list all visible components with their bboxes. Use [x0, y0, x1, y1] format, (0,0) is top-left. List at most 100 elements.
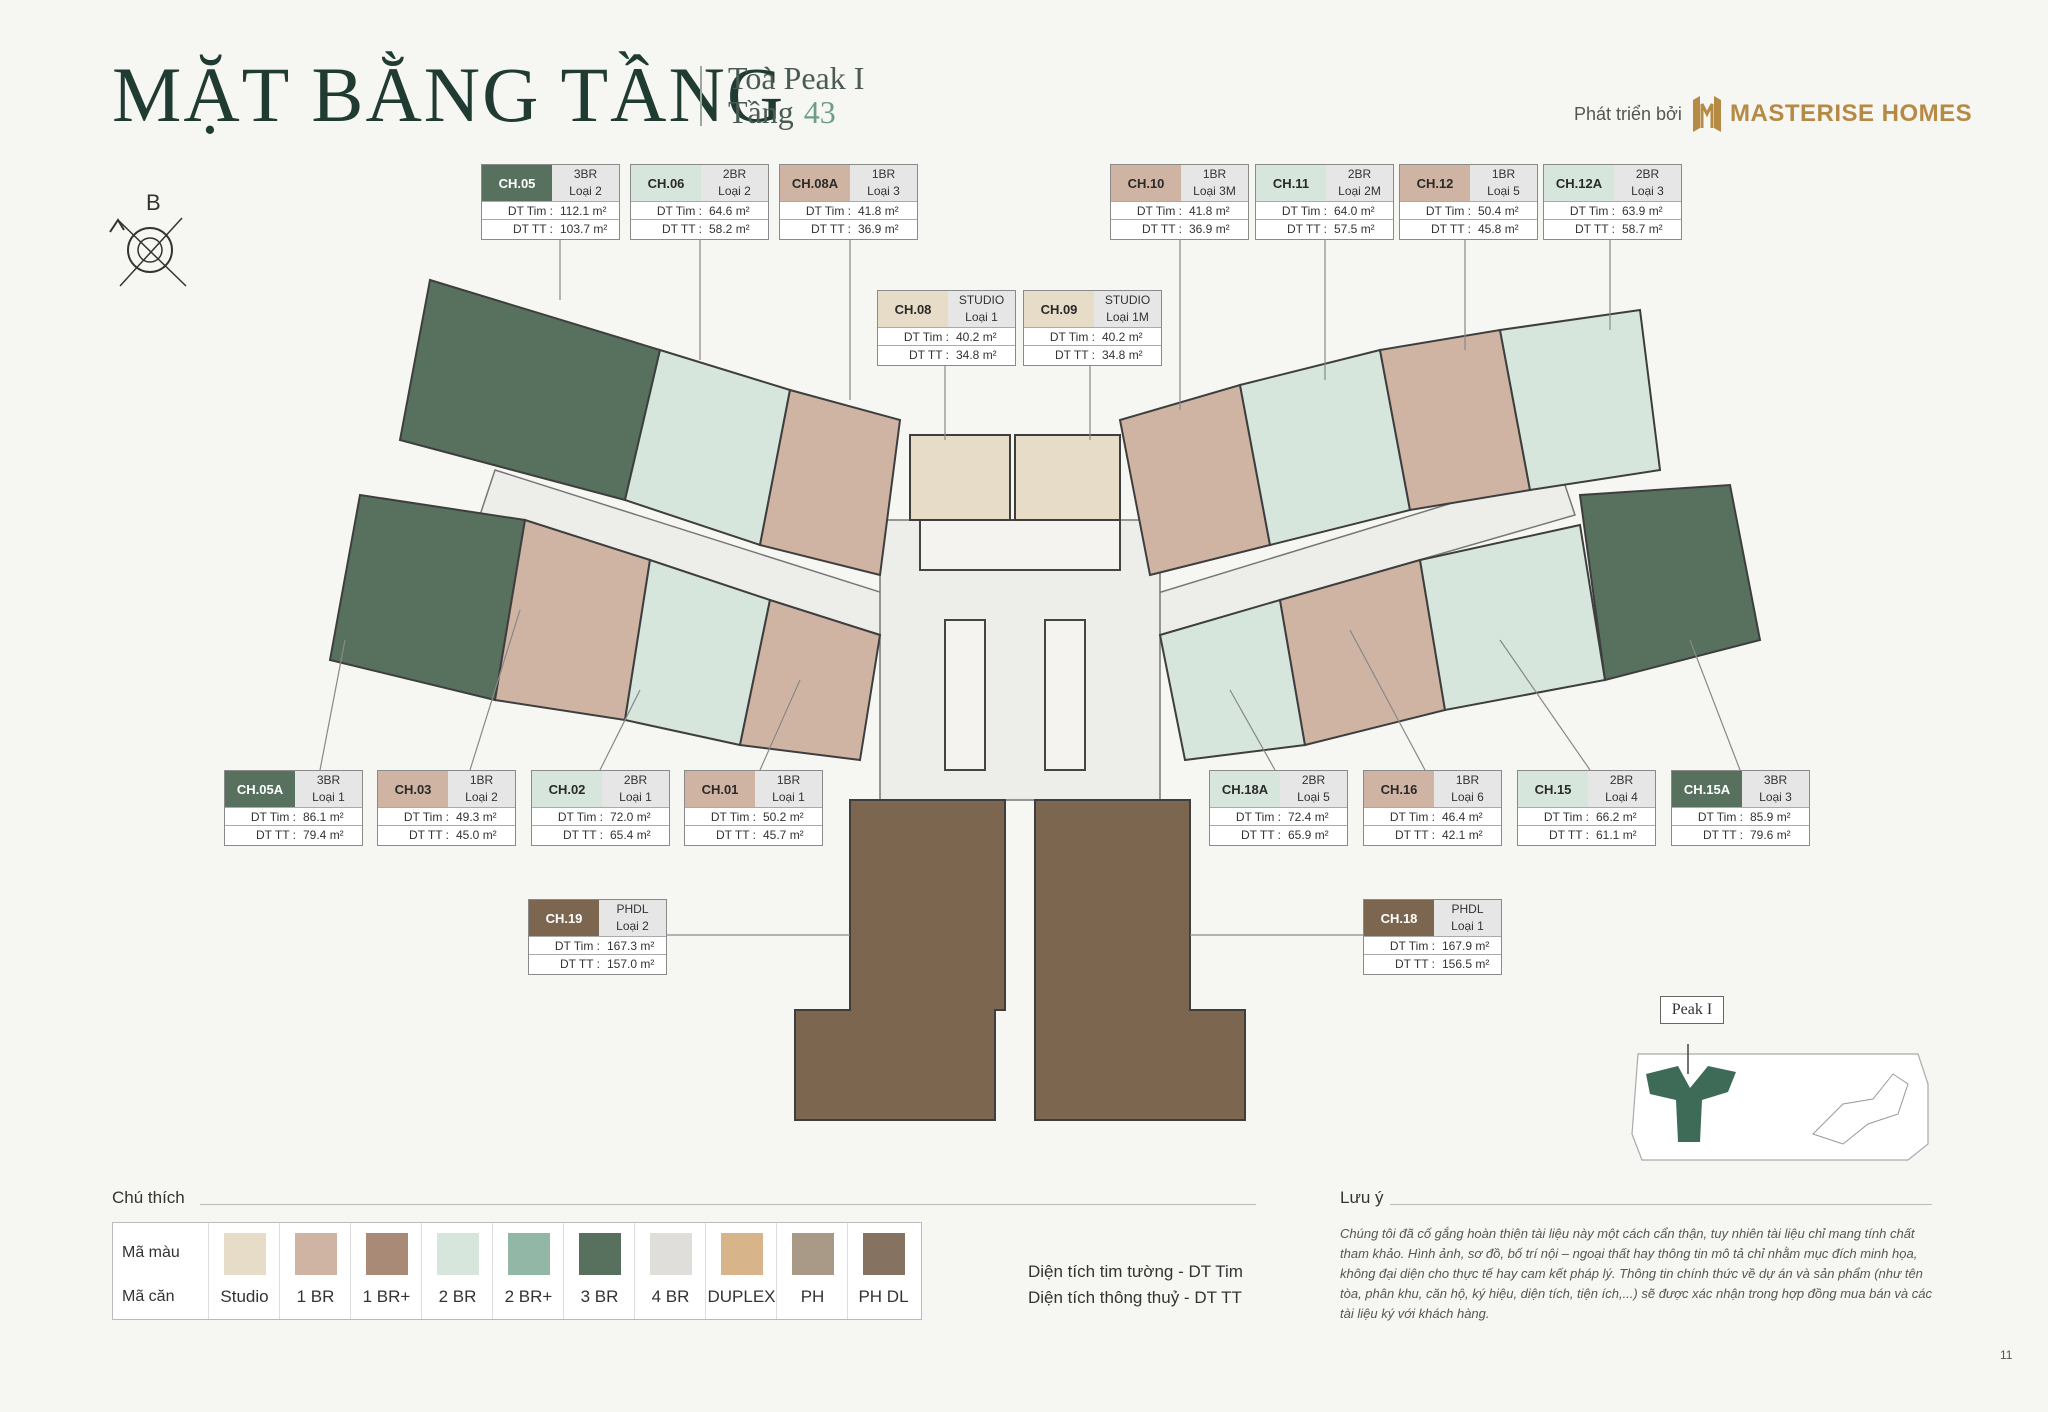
unit-code: CH.05A	[225, 771, 295, 807]
compass-north-letter: B	[146, 190, 161, 215]
unit-variant: Loại 2	[465, 790, 498, 804]
unit-code: CH.15A	[1672, 771, 1742, 807]
dt-tim-label: DT Tim :	[507, 204, 553, 218]
legend-item: 4 BR	[634, 1223, 706, 1319]
dt-tim-value: 46.4 m²	[1442, 810, 1483, 824]
dt-tt-label: DT TT :	[810, 222, 851, 236]
dt-tt-value: 156.5 m²	[1442, 957, 1490, 971]
legend-swatch	[366, 1233, 408, 1275]
dt-tt-label: DT TT :	[1054, 348, 1095, 362]
dt-tim-value: 167.9 m²	[1442, 939, 1490, 953]
dt-tt-value: 79.6 m²	[1750, 828, 1791, 842]
legend-label: 4 BR	[651, 1287, 690, 1306]
unit-type: 3BR	[316, 773, 341, 787]
north-compass-icon: B	[109, 190, 187, 287]
unit-variant: Loại 1	[619, 790, 652, 804]
dt-tim-value: 50.2 m²	[763, 810, 804, 824]
unit-type: 3BR	[573, 167, 598, 181]
unit-code: CH.10	[1111, 165, 1181, 201]
unit-code: CH.18	[1364, 900, 1434, 936]
dt-tt-value: 45.8 m²	[1478, 222, 1519, 236]
unit-type: STUDIO	[958, 293, 1005, 307]
unit-type: 1BR	[1491, 167, 1516, 181]
legend-label: PH DL	[858, 1287, 909, 1306]
dt-tim-value: 86.1 m²	[303, 810, 344, 824]
dt-tim-label: DT Tim :	[250, 810, 296, 824]
dt-tim-label: DT Tim :	[1569, 204, 1615, 218]
dt-tim-value: 41.8 m²	[858, 204, 899, 218]
dt-tt-value: 45.7 m²	[763, 828, 804, 842]
unit-variant: Loại 1M	[1106, 310, 1149, 324]
legend-label: Studio	[220, 1287, 269, 1306]
dt-tim-label: DT Tim :	[554, 939, 600, 953]
legend-swatch	[295, 1233, 337, 1275]
unit-type: 2BR	[1635, 167, 1660, 181]
dt-tt-label: DT TT :	[1240, 828, 1281, 842]
dt-tt-value: 34.8 m²	[1102, 348, 1143, 362]
unit-type: 2BR	[1347, 167, 1372, 181]
title-divider	[700, 66, 702, 126]
legend-swatch	[508, 1233, 550, 1275]
leader-lines	[319, 240, 1741, 936]
legend-label: DUPLEX	[707, 1287, 776, 1306]
dt-tt-label: DT TT :	[1394, 957, 1435, 971]
legend-item: 3 BR	[563, 1223, 635, 1319]
dt-tt-value: 57.5 m²	[1334, 222, 1375, 236]
dt-tt-value: 157.0 m²	[607, 957, 655, 971]
legend-label: 2 BR+	[504, 1287, 553, 1306]
legend-item: Studio	[208, 1223, 280, 1319]
unit-type: 1BR	[776, 773, 801, 787]
area-tt-definition: Diện tích thông thuỷ - DT TT	[1028, 1288, 1242, 1307]
penthouse-units	[794, 799, 1246, 1121]
color-legend: Studio 1 BR 1 BR+ 2 BR 2 BR+ 3 BR 4 BR D…	[112, 1222, 922, 1320]
dt-tt-label: DT TT :	[562, 828, 603, 842]
unit-code: CH.12	[1400, 165, 1470, 201]
dt-tt-value: 65.4 m²	[610, 828, 651, 842]
unit-variant: Loại 3	[867, 184, 900, 198]
unit-variant: Loại 1	[965, 310, 998, 324]
unit-type: 2BR	[1301, 773, 1326, 787]
dt-tim-value: 72.4 m²	[1288, 810, 1329, 824]
dt-tim-value: 72.0 m²	[610, 810, 651, 824]
legend-label: PH	[800, 1287, 825, 1306]
left-wing-units	[328, 278, 902, 762]
note-divider	[1390, 1204, 1932, 1205]
unit-code: CH.11	[1256, 165, 1326, 201]
legend-unit-key: Mã căn	[122, 1288, 175, 1305]
unit-type: STUDIO	[1104, 293, 1151, 307]
unit-type: 2BR	[1609, 773, 1634, 787]
legend-swatch	[437, 1233, 479, 1275]
unit-code: CH.08	[878, 291, 948, 327]
legend-item: 1 BR+	[350, 1223, 422, 1319]
studio-units	[909, 434, 1121, 521]
unit-variant: Loại 2	[569, 184, 602, 198]
unit-type: 1BR	[871, 167, 896, 181]
unit-code: CH.16	[1364, 771, 1434, 807]
dt-tt-label: DT TT :	[908, 348, 949, 362]
minimap-tower-label: Peak I	[1660, 996, 1724, 1024]
dt-tim-label: DT Tim :	[1389, 810, 1435, 824]
dt-tim-value: 64.6 m²	[709, 204, 750, 218]
dt-tim-label: DT Tim :	[1281, 204, 1327, 218]
legend-item: PH DL	[847, 1223, 919, 1319]
unit-variant: Loại 5	[1487, 184, 1520, 198]
dt-tt-label: DT TT :	[715, 828, 756, 842]
dt-tim-label: DT Tim :	[1235, 810, 1281, 824]
unit-variant: Loại 2M	[1338, 184, 1381, 198]
unit-type: 2BR	[623, 773, 648, 787]
unit-type: 1BR	[1202, 167, 1227, 181]
unit-code: CH.15	[1518, 771, 1588, 807]
unit-type: 1BR	[1455, 773, 1480, 787]
tower-name: Toà Peak I	[728, 60, 865, 96]
legend-item: 1 BR	[279, 1223, 351, 1319]
